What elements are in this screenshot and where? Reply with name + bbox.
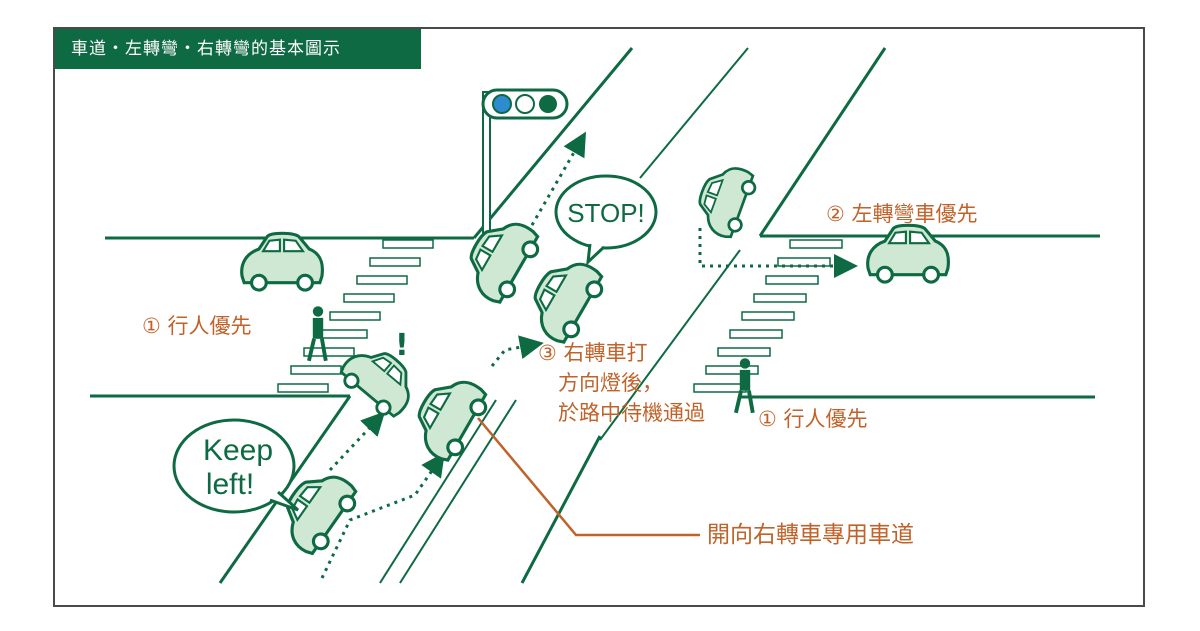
car-left-road-icon — [240, 231, 324, 292]
road-far-right-edge — [758, 47, 887, 237]
lane-divider — [399, 399, 517, 584]
road-center-line-right — [599, 249, 741, 441]
right-lane-leader — [477, 417, 700, 537]
car-right-road-icon — [866, 223, 950, 284]
exclamation-mark: ! — [395, 328, 409, 363]
label-right-turn-2: 方向燈後， — [558, 371, 663, 395]
label-right-lane: 開向右轉車專用車道 — [707, 522, 914, 548]
label-left-turn-priority: ② 左轉彎車優先 — [826, 202, 978, 226]
path-keep-left — [328, 411, 386, 472]
diagram-frame — [53, 27, 1145, 607]
car-stopped-icon — [518, 248, 611, 350]
crosswalk-right — [693, 239, 843, 393]
crosswalk-left — [277, 239, 434, 393]
label-right-turn-1: ③ 右轉車打 — [538, 341, 648, 365]
road-center-line-far — [639, 47, 749, 179]
stop-text: STOP! — [567, 198, 645, 228]
dotted-paths — [320, 131, 858, 579]
road-near-right-edge — [520, 435, 602, 584]
label-ped-right: ① 行人優先 — [758, 407, 868, 431]
path-lane-change — [320, 452, 445, 579]
keep-left-bubble: Keep left! — [172, 418, 300, 514]
road-far-left-edge — [472, 47, 634, 239]
keep-text: Keep — [203, 434, 273, 467]
label-ped-left: ① 行人優先 — [142, 314, 252, 338]
road-center-line-near — [379, 399, 497, 584]
left-text: left! — [206, 468, 254, 501]
stop-bubble: STOP! — [554, 174, 658, 266]
label-right-turn-3: 於路中待機通過 — [558, 401, 705, 425]
diagram-title: 車道・左轉彎・右轉彎的基本圖示 — [55, 29, 421, 69]
path-straight — [526, 131, 587, 233]
traffic-signal-icon — [481, 88, 569, 237]
path-right-turn — [490, 335, 544, 367]
car-right-lane-icon — [402, 366, 495, 468]
